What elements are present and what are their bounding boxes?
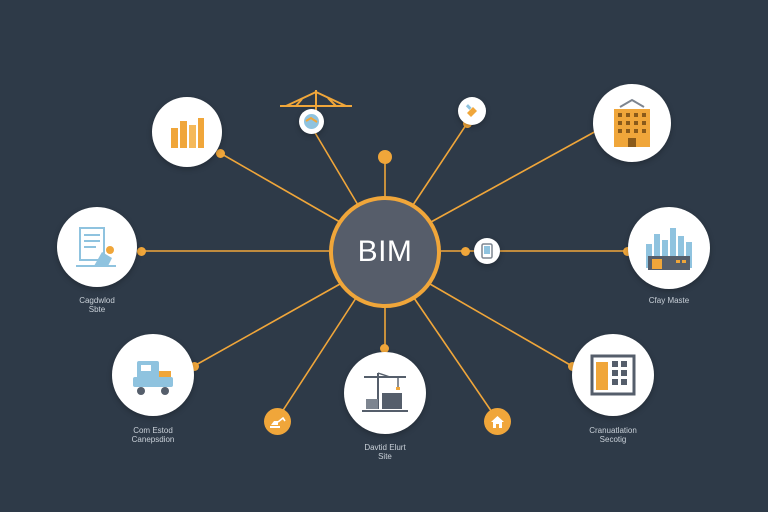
junction-dot (623, 247, 632, 256)
building-icon (614, 98, 650, 147)
blueprint-document-icon (76, 227, 116, 267)
caption-bottom-right-text: Cranuatlation Secotig (589, 426, 637, 444)
node-construction-site (344, 352, 426, 434)
node-analytics (152, 97, 222, 167)
connector-top-small (412, 121, 469, 206)
hub-label: BIM (357, 235, 413, 268)
node-house (484, 408, 511, 435)
caption-bottom-right: Cranuatlation Secotig (568, 426, 658, 444)
node-equipment (112, 334, 194, 416)
connector-bottom-left (193, 283, 341, 367)
node-tools (458, 97, 486, 125)
bar-chart-icon (171, 118, 204, 148)
caption-left: Cagdwlod Sbte (52, 296, 142, 314)
globe-icon (304, 114, 319, 129)
hammer-icon (465, 104, 477, 117)
construction-site-crane-icon (362, 372, 408, 412)
junction-dot (380, 344, 389, 353)
tablet-icon (481, 243, 493, 259)
node-tablet (474, 238, 500, 264)
caption-right: Cfay Maste (624, 296, 714, 305)
caption-bottom-left-text: Com Estod Canepsdion (131, 426, 175, 444)
house-icon (491, 415, 504, 428)
node-floor-plan (572, 334, 654, 416)
tower-crane-icon (280, 90, 352, 114)
node-crane-badge (299, 109, 324, 134)
connector-top-right (430, 129, 599, 223)
junction-dot (190, 362, 199, 371)
floor-plan-icon (590, 354, 636, 396)
junction-dot (216, 149, 225, 158)
bim-hub: BIM (329, 196, 441, 308)
caption-bottom-center-text: Davtid Elurt Site (364, 443, 406, 461)
city-skyline-icon (646, 228, 692, 270)
node-design-document (57, 207, 137, 287)
junction-dot (461, 247, 470, 256)
connector-top-left (219, 152, 341, 223)
connector-top-crane (313, 130, 359, 206)
connector-bottom-right-orange (413, 297, 497, 419)
construction-machine-icon (133, 361, 173, 395)
node-excavator (264, 408, 291, 435)
node-city-model (628, 207, 710, 289)
caption-right-text: Cfay Maste (648, 296, 690, 305)
junction-dot (137, 247, 146, 256)
junction-dot (378, 150, 392, 164)
node-building (593, 84, 671, 162)
connector-bottom-right (429, 283, 573, 367)
excavator-icon (270, 416, 286, 428)
caption-left-text: Cagdwlod Sbte (79, 296, 115, 314)
caption-bottom-left: Com Estod Canepsdion (108, 426, 198, 444)
connector-bottom-left-orange (277, 297, 357, 419)
caption-bottom-center: Davtid Elurt Site (340, 443, 430, 461)
